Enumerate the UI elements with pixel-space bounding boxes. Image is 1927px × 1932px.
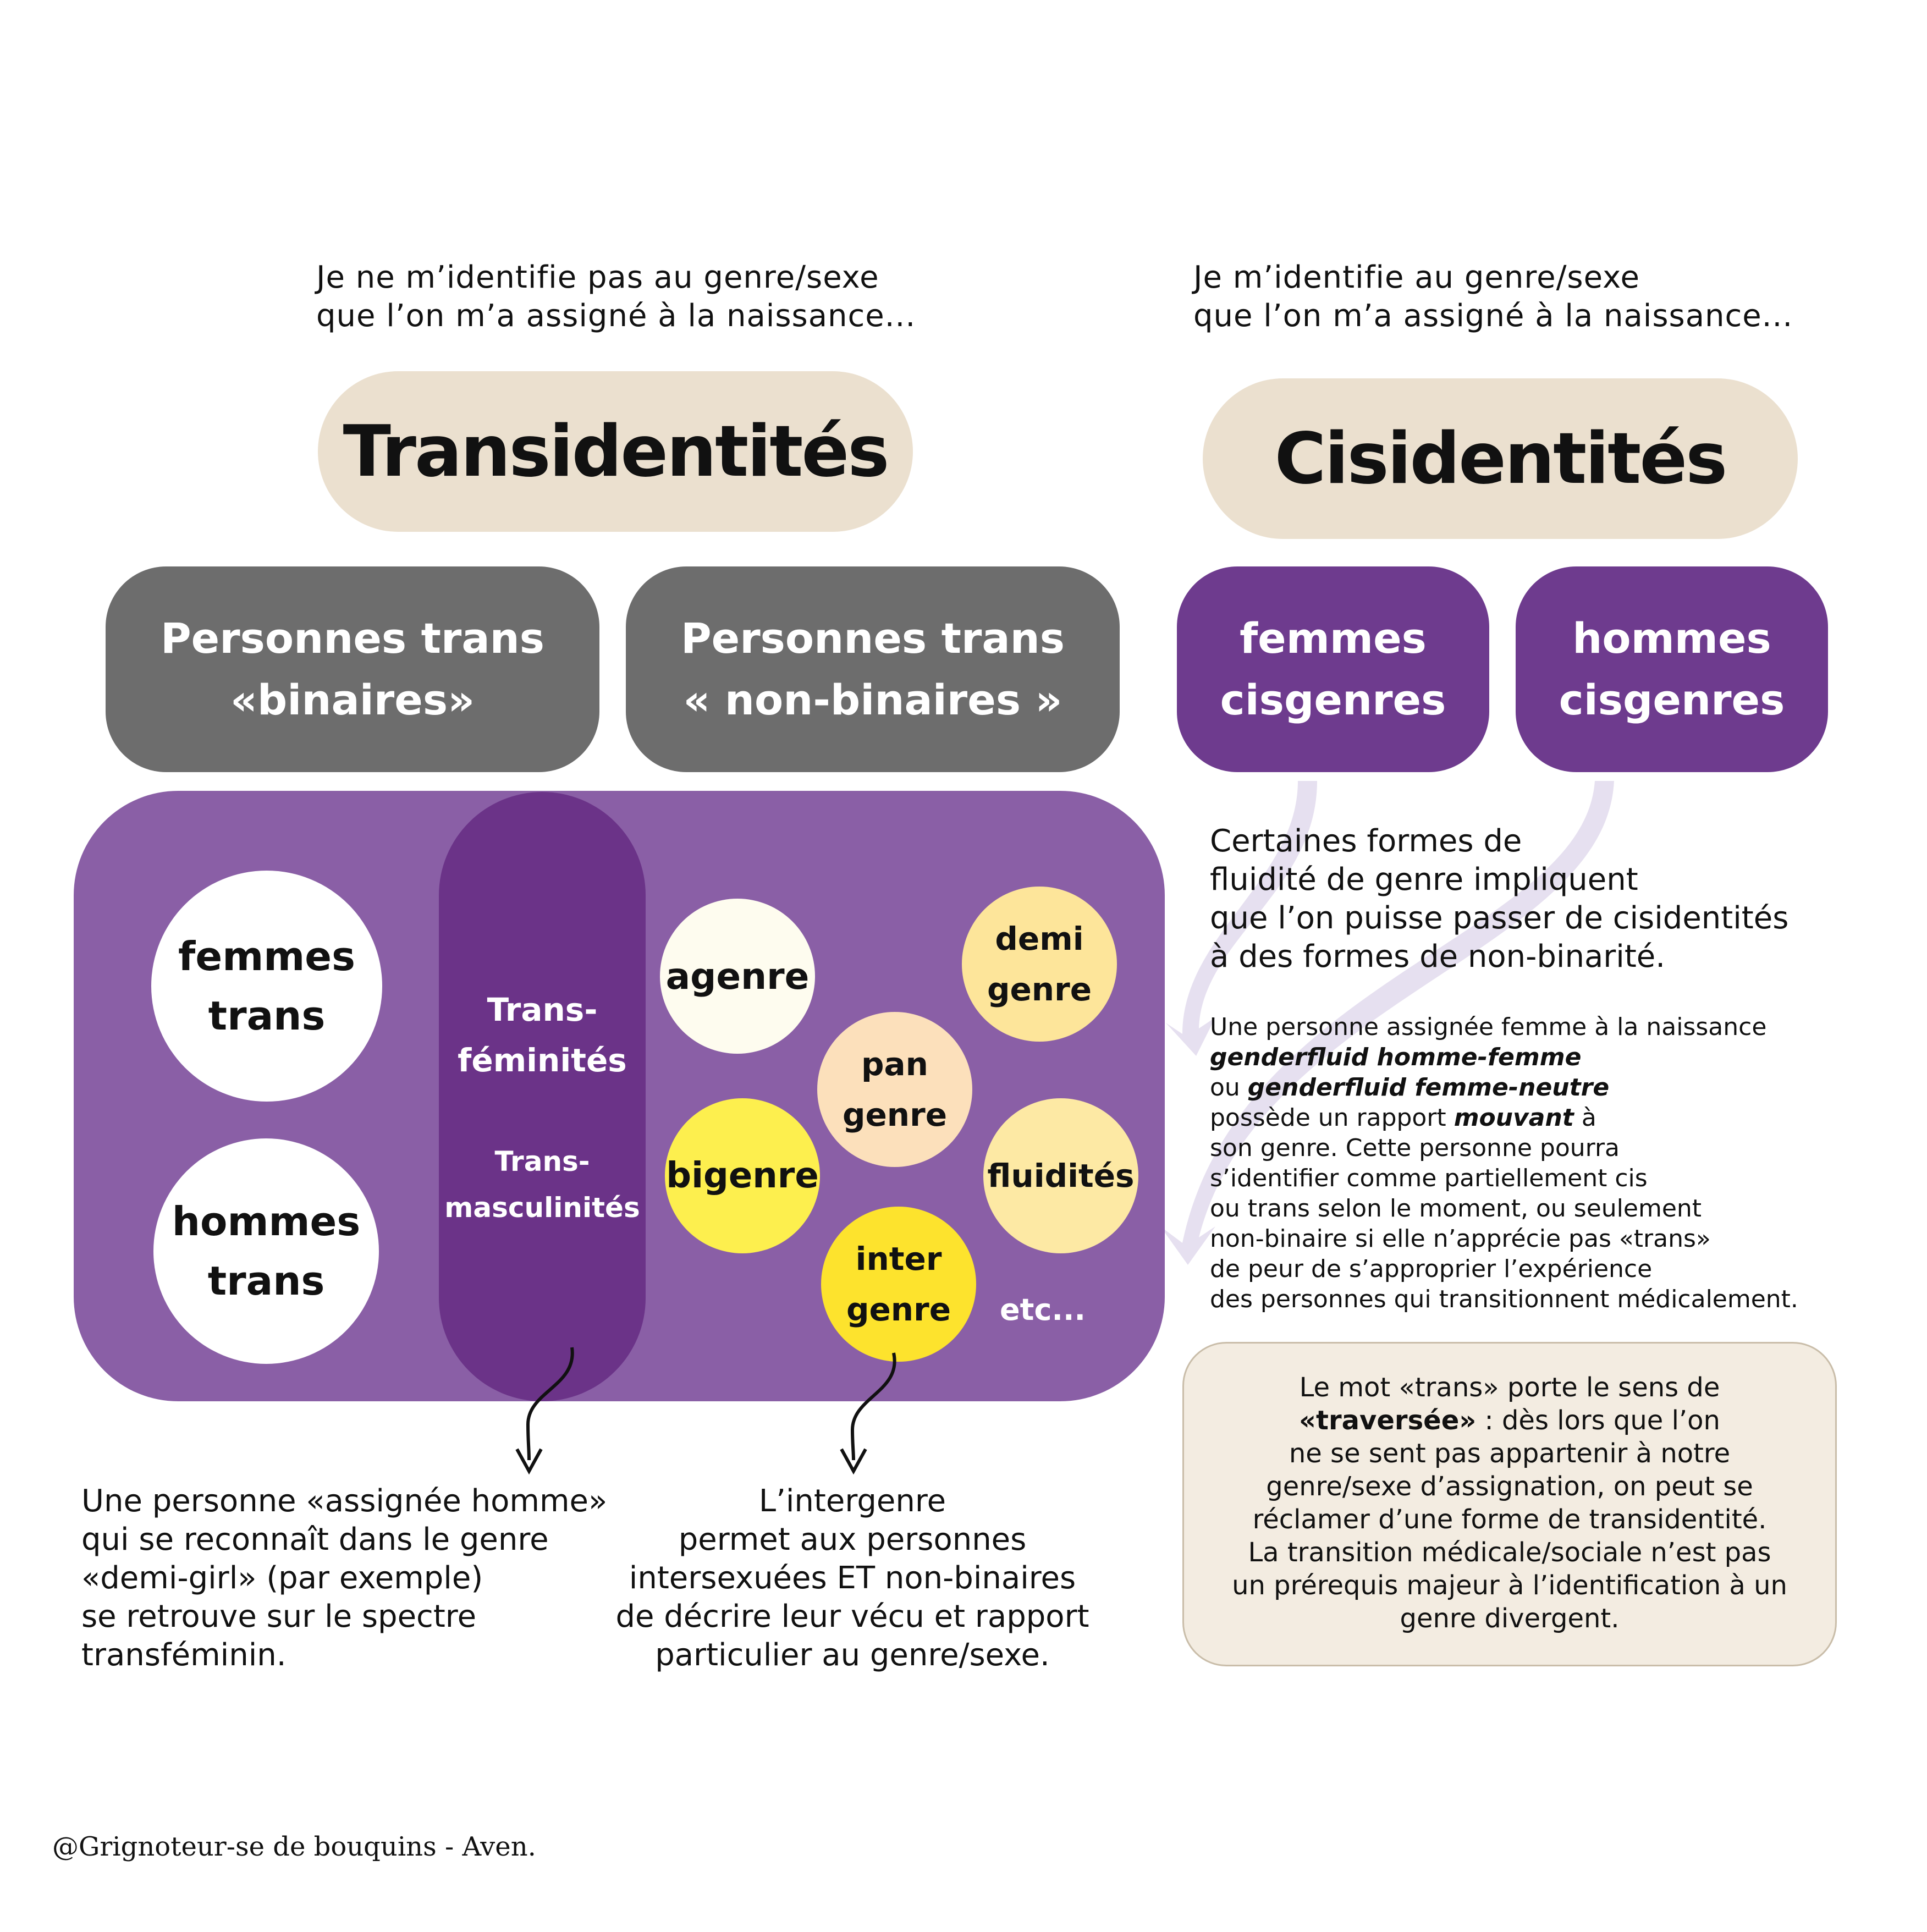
genderfluid-explanation: Une personne assignée femme à la naissan… [1210,1012,1925,1314]
pangenre-circle: pan genre [817,1012,972,1167]
genderfluid-line-3-a: ou [1210,1074,1248,1102]
nonbinary-trans-box: Personnes trans « non-binaires » [626,566,1120,772]
traversee-word: «traversée» [1299,1405,1477,1436]
intergenre-note: L’intergenre permet aux personnes inters… [615,1483,1089,1673]
genderfluid-rest: son genre. Cette personne pourra s’ident… [1210,1134,1798,1313]
genderfluid-line-4: possède un rapport mouvant à [1210,1103,1925,1133]
bigenre-circle: bigenre [665,1098,820,1253]
intergenre-circle: inter genre [821,1207,976,1362]
demigirl-arrow [515,1347,574,1475]
demigenre-circle: demi genre [962,887,1117,1042]
agenre-circle: agenre [660,899,815,1054]
transfeminites-label: Trans- féminités [458,991,627,1079]
trans-meaning-rest: ne se sent pas appartenir à notre genre/… [1232,1438,1787,1634]
trans-meaning-line-2-rest: : dès lors que l’on [1476,1405,1720,1436]
trans-spectrum-column [439,792,646,1401]
trans-men-circle: hommes trans [153,1138,379,1364]
demigirl-note: Une personne «assignée homme» qui se rec… [81,1483,608,1673]
cisidentites-title: Cisidentités [1203,378,1798,539]
fluidites-circle: fluidités [983,1098,1138,1253]
cis-men-box: hommes cisgenres [1516,566,1828,772]
genderfluid-line-3: ou genderfluid femme-neutre [1210,1072,1925,1103]
right-intro-text: Je m’identifie au genre/sexe que l’on m’… [1193,260,1793,334]
genderfluid-line-2: genderfluid homme-femme [1210,1043,1582,1071]
genderfluid-line-4-b: mouvant [1453,1104,1574,1132]
fluidity-note: Certaines formes de fluidité de genre im… [1210,823,1789,975]
binary-trans-box: Personnes trans «binaires» [106,566,599,772]
genderfluid-line-4-c: à [1573,1104,1596,1132]
genderfluid-line-3-b: genderfluid femme-neutre [1247,1074,1610,1102]
etc-label: etc... [1000,1292,1086,1327]
transmasculinites-label: Trans- masculinités [444,1146,640,1224]
genderfluid-line-4-a: possède un rapport [1210,1104,1454,1132]
left-intro-text: Je ne m’identifie pas au genre/sexe que … [316,260,916,334]
credit-text: @Grignoteur-se de bouquins - Aven. [52,1831,536,1862]
cis-women-box: femmes cisgenres [1177,566,1489,772]
transidentites-title: Transidentités [318,371,913,532]
trans-meaning-line-1: Le mot «trans» porte le sens de [1299,1372,1720,1403]
trans-women-circle: femmes trans [151,871,382,1102]
genderfluid-line-1: Une personne assignée femme à la naissan… [1210,1013,1767,1041]
intergenre-arrow [840,1352,896,1475]
trans-meaning-line-2: «traversée» : dès lors que l’on [1184,1404,1835,1437]
trans-meaning-bubble: Le mot «trans» porte le sens de «travers… [1182,1342,1837,1666]
